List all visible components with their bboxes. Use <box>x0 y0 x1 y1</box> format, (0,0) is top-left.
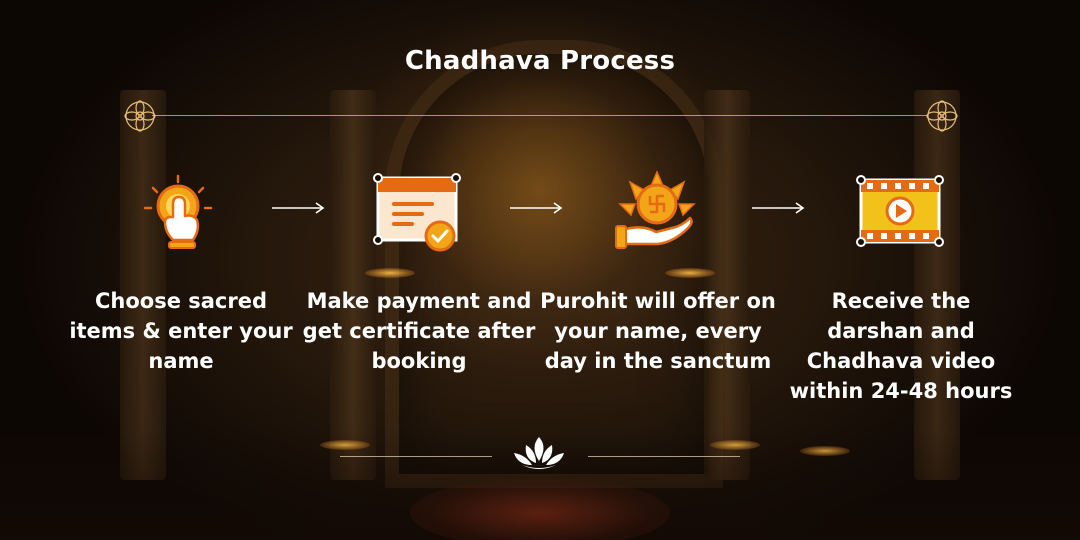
offering-hand-icon <box>615 170 696 249</box>
temple-pillar <box>704 90 750 480</box>
step-4-text: Receive the darshan and Chadhava video w… <box>789 289 1013 403</box>
step-3-text: Purohit will offer on your name, every d… <box>540 289 776 373</box>
page-title: Chadhava Process <box>404 46 676 76</box>
flower-petals <box>410 478 670 540</box>
temple-pillar <box>120 90 166 480</box>
temple-arch <box>385 40 723 488</box>
bottom-divider-line <box>588 456 740 457</box>
mandala-icon <box>124 100 156 132</box>
lotus-icon <box>514 437 564 469</box>
arrow-right-icon <box>272 202 325 214</box>
tap-hand-icon <box>143 174 213 249</box>
video-icon <box>856 175 944 247</box>
top-divider-line <box>152 115 928 116</box>
temple-pillar <box>330 90 376 480</box>
diya-glow <box>365 268 415 278</box>
step-1-text: Choose sacred items & enter your name <box>69 289 293 373</box>
certificate-icon <box>373 173 461 252</box>
bottom-divider-line <box>340 456 492 457</box>
temple-pillar <box>914 90 960 480</box>
mandala-icon <box>926 100 958 132</box>
arrow-right-icon <box>752 202 805 214</box>
step-2-text: Make payment and get certificate after b… <box>302 289 536 373</box>
arrow-right-icon <box>510 202 563 214</box>
diya-glow <box>665 268 715 278</box>
